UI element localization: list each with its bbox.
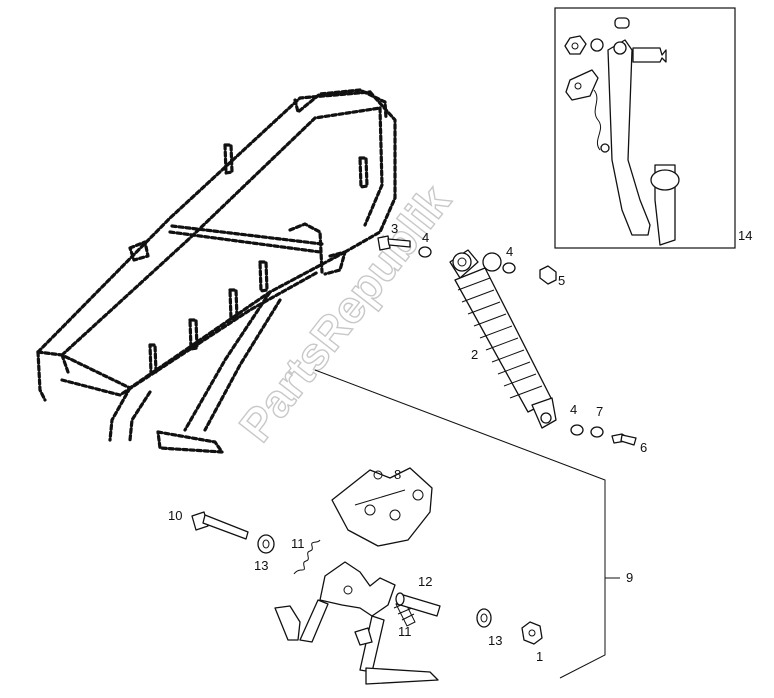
- lower-washer-nut: [476, 608, 543, 645]
- callout-11b: 11: [398, 624, 412, 639]
- svg-text:PartsRepublik: PartsRepublik: [229, 175, 461, 451]
- stand-bracket: [331, 467, 433, 547]
- stand-pin: [395, 592, 441, 617]
- callout-8: 8: [394, 467, 401, 482]
- callout-6: 6: [640, 440, 647, 455]
- callout-2: 2: [471, 347, 478, 362]
- callout-5: 5: [558, 273, 565, 288]
- scooter-frame: [36, 88, 397, 454]
- callout-9: 9: [626, 570, 633, 585]
- callout-4c: 4: [570, 402, 577, 417]
- callout-14: 14: [738, 228, 752, 243]
- callout-1: 1: [536, 649, 543, 664]
- side-stand-inset-box: [554, 7, 736, 249]
- center-stand: [274, 561, 439, 685]
- long-bolt: [191, 511, 275, 554]
- callout-13b: 13: [488, 633, 502, 648]
- callout-4a: 4: [422, 230, 429, 245]
- callout-11a: 11: [291, 536, 305, 551]
- callout-3: 3: [391, 221, 398, 236]
- hardware: [377, 235, 637, 446]
- kit-bracket: [314, 369, 620, 679]
- callout-12: 12: [418, 574, 432, 589]
- callout-7: 7: [596, 404, 603, 419]
- watermark: PartsRepublik: [228, 174, 461, 451]
- side-stand-assembly: [564, 17, 680, 246]
- callout-10: 10: [168, 508, 182, 523]
- callout-4b: 4: [506, 244, 513, 259]
- callout-13a: 13: [254, 558, 268, 573]
- shock-absorber: [449, 249, 557, 429]
- callout-labels: 1 2 3 4 4 4 5 6 7 8 9 10 11 11 12 13 13 …: [168, 221, 752, 664]
